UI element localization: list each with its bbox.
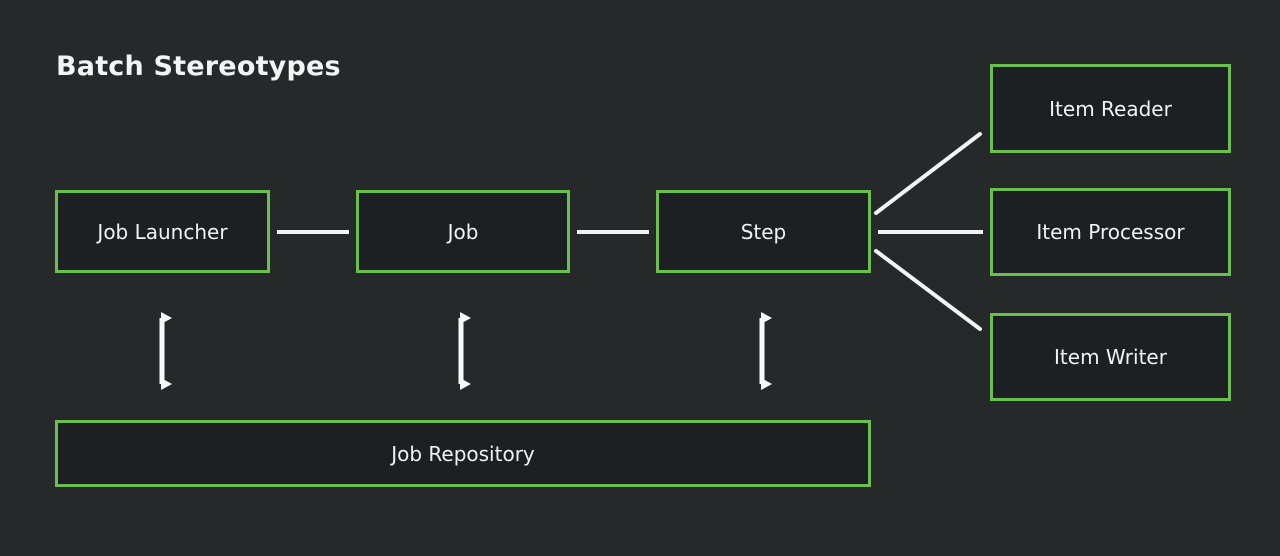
node-item-processor[interactable]: Item Processor [990,188,1231,276]
node-job-repository[interactable]: Job Repository [55,420,871,487]
node-job[interactable]: Job [356,190,570,273]
node-item-processor-label: Item Processor [1036,220,1185,244]
node-job-label: Job [447,219,479,244]
connector-step-to-item-reader [874,132,982,215]
node-step-label: Step [740,219,787,244]
node-item-writer[interactable]: Item Writer [990,313,1231,401]
page-title: Batch Stereotypes [56,51,341,82]
node-item-reader-label: Item Reader [1049,96,1172,121]
node-step[interactable]: Step [656,190,871,273]
node-job-launcher-label: Job Launcher [97,219,228,244]
node-item-writer-label: Item Writer [1054,345,1167,369]
node-item-reader[interactable]: Item Reader [990,64,1231,153]
node-job-launcher[interactable]: Job Launcher [55,190,270,273]
node-job-repository-label: Job Repository [391,441,535,466]
connector-step-to-item-writer [874,249,982,331]
